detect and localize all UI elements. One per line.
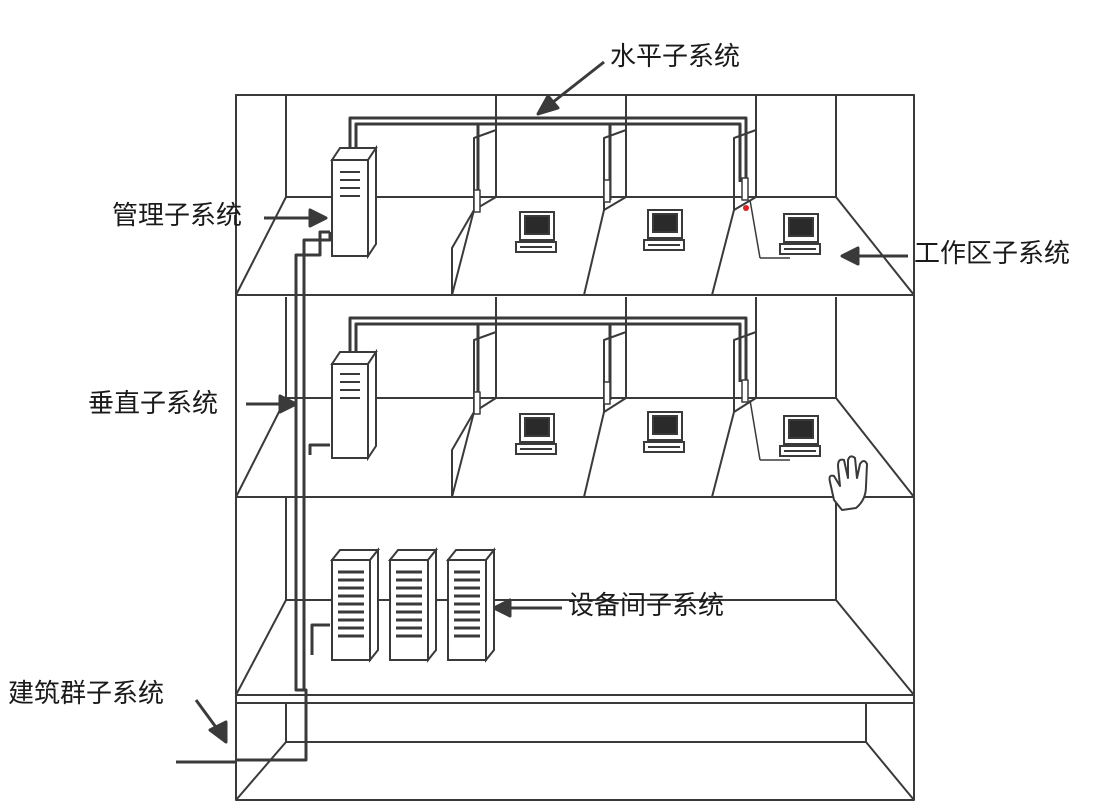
label-equipment-room-subsystem: 设备间子系统 — [568, 591, 725, 621]
computer-terminal-icon — [515, 211, 557, 253]
vertical-backbone — [294, 230, 332, 745]
label-campus-subsystem: 建筑群子系统 — [8, 679, 165, 709]
computer-terminal-icon — [515, 413, 557, 455]
label-work-area-subsystem: 工作区子系统 — [914, 239, 1071, 269]
red-marker-dot — [743, 205, 749, 211]
arrow-vertical — [246, 394, 298, 414]
arrow-horizontal — [536, 60, 605, 116]
arrow-equipment — [492, 598, 562, 618]
arrow-management — [264, 208, 328, 228]
wall-outlets — [473, 177, 749, 415]
arrow-workarea — [840, 246, 908, 266]
workstations — [515, 209, 821, 457]
computer-terminal-icon — [779, 415, 821, 457]
workarea-drops — [749, 199, 790, 461]
arrow-campus — [194, 699, 228, 744]
top-floor-left-wall — [235, 94, 287, 296]
equipment-racks — [329, 547, 497, 663]
campus-cable — [176, 745, 308, 764]
label-horizontal-subsystem: 水平子系统 — [610, 42, 741, 72]
server-rack-icon — [330, 348, 378, 462]
middle-floor-rooms — [451, 297, 757, 498]
label-vertical-subsystem: 垂直子系统 — [88, 389, 219, 419]
computer-terminal-icon — [643, 411, 685, 453]
server-rack-icon — [445, 547, 497, 663]
server-rack-icon — [330, 144, 378, 260]
server-rack-icon — [387, 547, 439, 663]
computer-terminal-icon — [779, 213, 821, 255]
computer-terminal-icon — [643, 209, 685, 251]
server-rack-icon — [329, 547, 381, 663]
label-management-subsystem: 管理子系统 — [112, 201, 243, 231]
hand-pointer-icon — [828, 455, 868, 511]
